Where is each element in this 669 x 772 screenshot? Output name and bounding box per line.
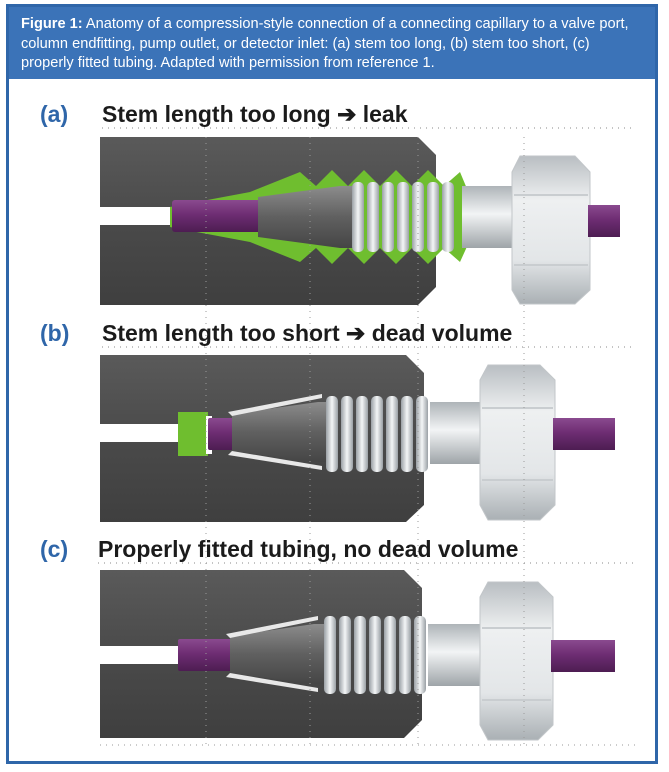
tubing-stem xyxy=(172,200,262,232)
ferrule xyxy=(258,186,354,248)
tubing-outlet xyxy=(551,640,615,672)
figure-caption: Figure 1: Anatomy of a compression-style… xyxy=(9,7,655,79)
panel-b-label: (b) xyxy=(40,320,69,346)
port-bore xyxy=(100,646,184,664)
nut-neck xyxy=(428,624,484,686)
figure-caption-text: Anatomy of a compression-style connectio… xyxy=(21,16,629,71)
threads xyxy=(352,182,454,252)
panel-a-title: Stem length too long ➔ leak xyxy=(102,101,408,127)
panel-c-title: Properly fitted tubing, no dead volume xyxy=(98,536,518,562)
tubing-outlet xyxy=(588,205,620,237)
panel-b-title: Stem length too short ➔ dead volume xyxy=(102,320,512,346)
panel-c-label: (c) xyxy=(40,536,68,562)
nut-hex xyxy=(479,364,556,521)
tubing-stem xyxy=(178,639,238,671)
threads xyxy=(326,396,428,472)
figure-label: Figure 1: xyxy=(21,16,83,32)
nut-neck xyxy=(430,402,486,464)
threads xyxy=(324,616,426,694)
panel-c: (c) Properly fitted tubing, no dead volu… xyxy=(40,536,635,741)
panel-b: (b) Stem length too short ➔ dead volume xyxy=(40,320,635,522)
nut-hex xyxy=(479,581,554,741)
ferrule xyxy=(230,624,328,684)
ferrule xyxy=(232,402,332,462)
port-bore xyxy=(100,424,190,442)
nut-neck xyxy=(462,186,514,248)
port-bore xyxy=(100,207,180,225)
panel-a-label: (a) xyxy=(40,101,68,127)
tubing-outlet xyxy=(553,418,615,450)
nut-hex xyxy=(511,155,591,305)
dead-volume-region xyxy=(178,412,208,456)
panel-a: (a) Stem length too long ➔ leak xyxy=(40,101,635,305)
